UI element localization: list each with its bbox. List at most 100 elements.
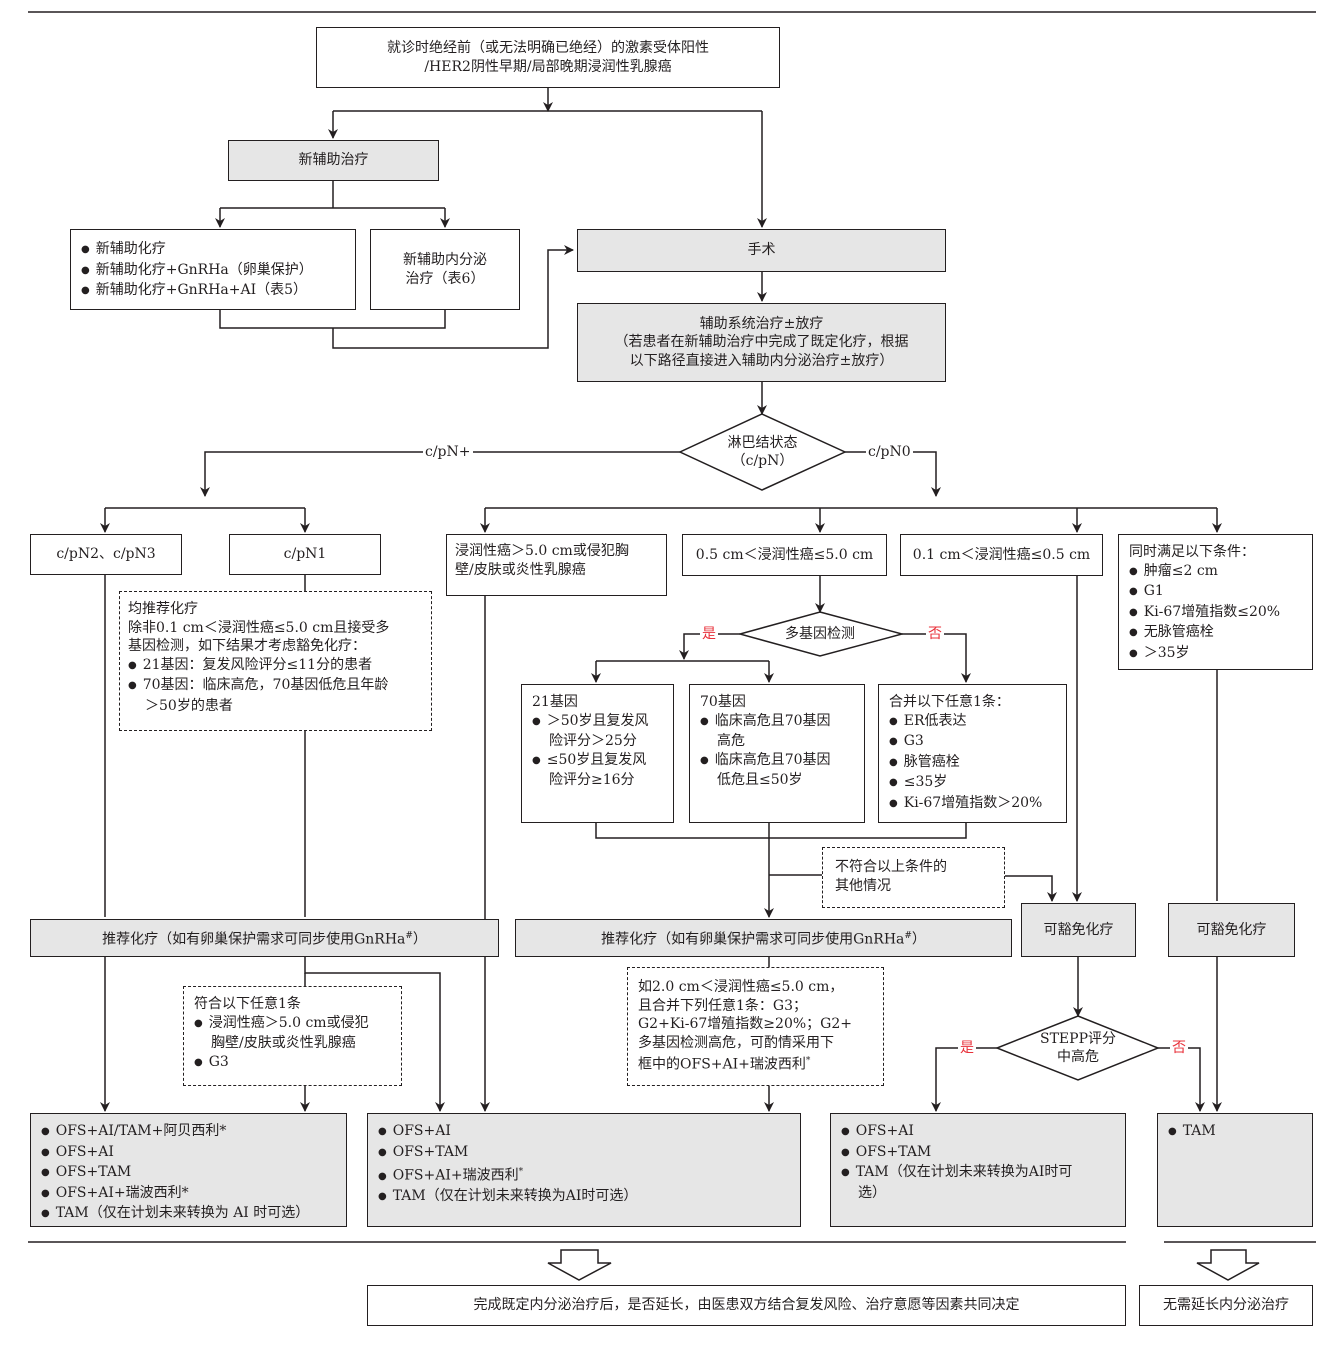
top-box-line2: /HER2阴性早期/局部晚期浸润性乳腺癌 [424, 58, 672, 75]
tx2-item: OFS+AI+瑞波西利* [378, 1163, 790, 1187]
treatment-4-box: TAM [1157, 1113, 1313, 1227]
other-cases-box: 不符合以上条件的 其他情况 [822, 847, 1005, 908]
n1-note-l1: 均推荐化疗 [128, 601, 198, 617]
chemo-left-label: 推荐化疗（如有卵巢保护需求可同步使用GnRHa#） [102, 930, 427, 948]
exempt-2-box: 可豁免化疗 [1168, 903, 1295, 957]
tx1-item: OFS+AI+瑞波西利* [41, 1184, 336, 1205]
surgery-box: 手术 [577, 229, 946, 272]
stepp-decision: STEPP评分 中高危 [1010, 1030, 1146, 1066]
neo-endocrine-box: 新辅助内分泌 治疗（表6） [370, 229, 520, 310]
treatment-3-box: OFS+AI OFS+TAM TAM（仅在计划未来转换为AI时可 选） [830, 1113, 1126, 1227]
inv-small-label: 0.1 cm＜浸润性癌≤0.5 cm [912, 546, 1091, 563]
inv-large-line1: 浸润性癌＞5.0 cm或侵犯胸 [455, 543, 629, 559]
stepp-line1: STEPP评分 [1040, 1031, 1116, 1047]
tx3-item: OFS+TAM [841, 1143, 1115, 1164]
neoadjuvant-label: 新辅助治疗 [298, 152, 369, 169]
cond-mid-l2: 且合并下列任意1条：G3； [638, 997, 807, 1014]
exempt-2-label: 可豁免化疗 [1196, 921, 1267, 938]
g70-b1: 临床高危且70基因 [700, 712, 854, 733]
neo-endo-line2: 治疗（表6） [405, 270, 485, 287]
final-right-label: 无需延长内分泌治疗 [1163, 1297, 1289, 1314]
cond-mid-l1: 如2.0 cm＜浸润性癌≤5.0 cm， [638, 979, 844, 995]
neo-chemo-item: 新辅助化疗+GnRHa（卵巢保护） [81, 261, 345, 282]
gene-21-box: 21基因 ＞50岁且复发风 险评分＞25分 ≤50岁且复发风 险评分≥16分 [521, 684, 674, 823]
cond-left-b1b: 胸壁/皮肤或炎性乳腺癌 [211, 1035, 356, 1051]
top-box: 就诊时绝经前（或无法明确已绝经）的激素受体阳性 /HER2阴性早期/局部晚期浸润… [316, 27, 780, 88]
neo-chemo-item: 新辅助化疗 [81, 240, 345, 261]
tx4-item: TAM [1168, 1122, 1302, 1143]
cond-left-b1: 浸润性癌＞5.0 cm或侵犯 [194, 1014, 391, 1035]
low-risk-item: Ki-67增殖指数≤20% [1129, 603, 1302, 624]
stepp-yes-label: 是 [958, 1040, 976, 1056]
tx3-item: OFS+AI [841, 1122, 1115, 1143]
g70-title: 70基因 [700, 694, 746, 710]
adjuvant-line1: 辅助系统治疗±放疗 [699, 315, 824, 332]
condition-mid-box: 如2.0 cm＜浸润性癌≤5.0 cm， 且合并下列任意1条：G3； G2+Ki… [627, 967, 884, 1086]
adjuvant-line2: （若患者在新辅助治疗中完成了既定化疗，根据 [614, 334, 909, 351]
lymph-line2: （c/pN） [731, 453, 794, 469]
n1-note-b2b: ＞50岁的患者 [145, 697, 233, 714]
n1-note-l2: 除非0.1 cm＜浸润性癌≤5.0 cm且接受多 [128, 619, 390, 636]
cond-mid-l5: 框中的OFS+AI+瑞波西利* [638, 1056, 811, 1073]
n23-label: c/pN2、c/pN3 [56, 546, 156, 563]
tx1-item: OFS+AI [41, 1143, 336, 1164]
any-one-box: 合并以下任意1条： ER低表达 G3 脉管癌栓 ≤35岁 Ki-67增殖指数＞2… [878, 684, 1067, 823]
final-right-box: 无需延长内分泌治疗 [1139, 1285, 1313, 1326]
g21-b2b: 险评分≥16分 [549, 772, 635, 788]
low-risk-item: 无脉管癌栓 [1129, 623, 1302, 644]
lymph-line1: 淋巴结状态 [727, 435, 798, 451]
surgery-label: 手术 [747, 242, 776, 259]
neo-chemo-box: 新辅助化疗 新辅助化疗+GnRHa（卵巢保护） 新辅助化疗+GnRHa+AI（表… [70, 229, 356, 310]
exempt-1-box: 可豁免化疗 [1021, 903, 1136, 957]
top-box-line1: 就诊时绝经前（或无法明确已绝经）的激素受体阳性 [387, 40, 709, 56]
final-left-box: 完成既定内分泌治疗后，是否延长，由医患双方结合复发风险、治疗意愿等因素共同决定 [367, 1285, 1126, 1326]
n1-note-b2: 70基因：临床高危，70基因低危且年龄 [128, 676, 423, 697]
stepp-no-label: 否 [1170, 1040, 1188, 1056]
invasive-small-box: 0.1 cm＜浸润性癌≤0.5 cm [900, 534, 1103, 576]
tx1-item: OFS+AI/TAM+阿贝西利* [41, 1122, 336, 1143]
exempt-1-label: 可豁免化疗 [1043, 921, 1114, 938]
invasive-mid-box: 0.5 cm＜浸润性癌≤5.0 cm [682, 534, 887, 576]
low-risk-box: 同时满足以下条件： 肿瘤≤2 cm G1 Ki-67增殖指数≤20% 无脉管癌栓… [1118, 534, 1313, 670]
n1-box: c/pN1 [229, 534, 381, 575]
multigene-no-label: 否 [926, 626, 944, 642]
gene-70-box: 70基因 临床高危且70基因 高危 临床高危且70基因 低危且≤50岁 [689, 684, 865, 823]
tx2-item: OFS+TAM [378, 1143, 790, 1164]
stepp-line2: 中高危 [1057, 1049, 1099, 1065]
g21-b1b: 险评分＞25分 [549, 733, 637, 749]
tx3-item-cont: 选） [858, 1184, 886, 1201]
any-one-item: Ki-67增殖指数＞20% [889, 794, 1056, 815]
g70-b2b: 低危且≤50岁 [717, 772, 803, 788]
adjuvant-line3: 以下路径直接进入辅助内分泌治疗±放疗） [629, 352, 894, 369]
any-one-item: ≤35岁 [889, 773, 1056, 794]
n1-label: c/pN1 [283, 546, 327, 563]
multigene-decision: 多基因检测 [760, 625, 880, 643]
low-risk-title: 同时满足以下条件： [1129, 544, 1255, 560]
n1-note-b1: 21基因：复发风险评分≤11分的患者 [128, 656, 423, 677]
any-one-title: 合并以下任意1条： [889, 694, 1010, 710]
multigene-label: 多基因检测 [785, 626, 855, 642]
neoadjuvant-box: 新辅助治疗 [228, 140, 439, 181]
inv-large-line2: 壁/皮肤或炎性乳腺癌 [455, 561, 586, 578]
inv-mid-label: 0.5 cm＜浸润性癌≤5.0 cm [695, 546, 874, 563]
low-risk-item: ＞35岁 [1129, 644, 1302, 665]
low-risk-item: G1 [1129, 582, 1302, 603]
multigene-yes-label: 是 [700, 626, 718, 642]
invasive-large-box: 浸润性癌＞5.0 cm或侵犯胸 壁/皮肤或炎性乳腺癌 [446, 534, 667, 596]
neo-chemo-item: 新辅助化疗+GnRHa+AI（表5） [81, 281, 345, 302]
neo-endo-line1: 新辅助内分泌 [403, 252, 487, 268]
adjuvant-box: 辅助系统治疗±放疗 （若患者在新辅助治疗中完成了既定化疗，根据 以下路径直接进入… [577, 303, 946, 382]
any-one-item: ER低表达 [889, 712, 1056, 733]
cond-mid-l4: 多基因检测高危，可酌情采用下 [638, 1034, 834, 1051]
g21-b2: ≤50岁且复发风 [532, 751, 663, 772]
tx1-item: TAM（仅在计划未来转换为 AI 时可选） [41, 1204, 336, 1225]
treatment-1-box: OFS+AI/TAM+阿贝西利* OFS+AI OFS+TAM OFS+AI+瑞… [30, 1113, 347, 1227]
condition-left-box: 符合以下任意1条 浸润性癌＞5.0 cm或侵犯 胸壁/皮肤或炎性乳腺癌 G3 [183, 986, 402, 1086]
cond-left-b2: G3 [194, 1053, 391, 1074]
g21-b1: ＞50岁且复发风 [532, 712, 663, 733]
g21-title: 21基因 [532, 694, 578, 710]
any-one-item: G3 [889, 732, 1056, 753]
tx2-item: OFS+AI [378, 1122, 790, 1143]
treatment-2-box: OFS+AI OFS+TAM OFS+AI+瑞波西利* TAM（仅在计划未来转换… [367, 1113, 801, 1227]
